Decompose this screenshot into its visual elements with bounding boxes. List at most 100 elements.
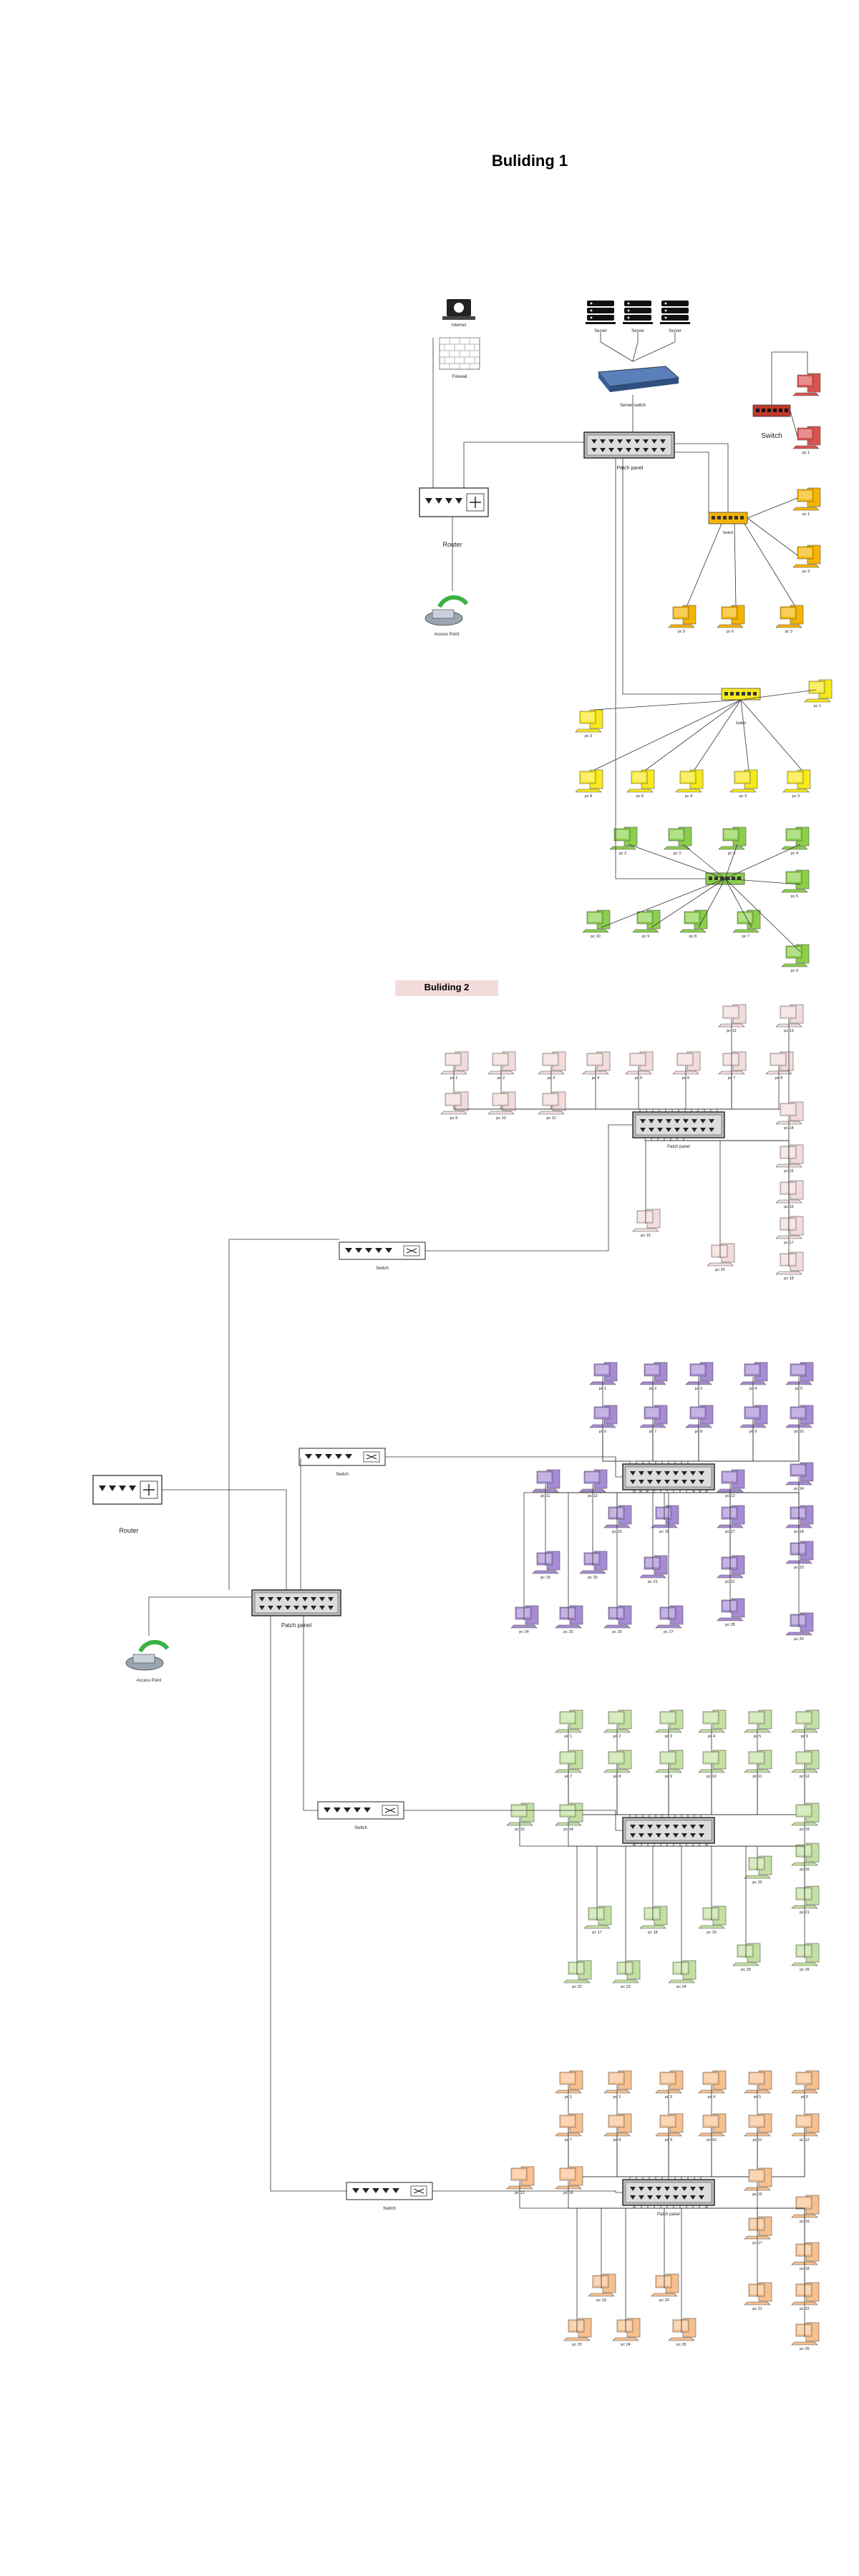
patch-panel-label: Patch panel [667,1145,690,1149]
pc-label: pc 20 [715,1268,724,1272]
pc-label: pc 9 [450,1116,457,1121]
cable [633,2205,805,2337]
pc-icon [791,1943,820,1966]
pc-label: pc 1 [802,451,810,455]
pc-label: pc 10 [496,1116,505,1121]
cable [228,1239,339,1590]
cable [654,2205,758,2231]
pc-label: pc 19 [596,2298,606,2303]
pc-icon [775,1004,804,1028]
cable [615,458,706,879]
cable [162,1489,287,1590]
patch-panel-label: Patch panel [281,1622,311,1629]
cable [747,517,798,556]
pc-label: pc 24 [621,2343,630,2347]
pc-label: pc 20 [588,1576,597,1580]
pc-icon [718,1004,747,1028]
pc-label: pc 16 [659,1530,669,1534]
pc-label: pc 1 [802,512,810,517]
pc-icon [785,1405,814,1428]
pc-label: pc 8 [689,935,697,939]
pc-icon [775,605,804,628]
cable [668,2128,682,2180]
cable [645,699,742,771]
cable [698,878,726,928]
pc-label: pc 21 [752,2307,762,2311]
pc-icon [632,1209,661,1232]
cable [270,1616,346,2192]
pc-icon [563,1960,592,1984]
cable [616,1490,634,1620]
cable [674,452,709,512]
pc-icon [603,1750,632,1773]
switch-icon [346,2182,433,2200]
switch-icon [752,404,791,417]
pc-icon [575,709,603,733]
pc-icon [685,1362,714,1385]
server-label: Server [594,329,607,333]
pc-icon [717,1505,745,1528]
cable [771,351,808,405]
pc-icon [538,1091,566,1115]
pc-icon [555,1709,583,1733]
cable [404,1810,623,1831]
router-icon [419,487,489,517]
cable [740,699,749,771]
cable [652,1420,669,1464]
pc-icon [791,1885,820,1909]
internet-label: Internet [452,323,467,328]
patch-panel-icon [622,1817,715,1844]
pc-icon [603,1505,632,1528]
pc-icon [804,679,833,703]
cable [385,1456,623,1478]
pc-icon [651,1505,679,1528]
pc-icon [639,1405,668,1428]
cable [647,1843,805,1858]
switch-label: Switch [336,1473,349,1477]
pc-label: pc 5 [636,794,644,799]
pc-icon [791,2322,820,2346]
pc-icon [785,1541,814,1564]
cable [632,332,639,362]
cable [661,2085,805,2180]
pc-icon [744,2113,772,2137]
pc-icon [791,1843,820,1866]
pc-icon [675,769,704,793]
pc-icon [579,1551,608,1574]
pc-icon [744,1855,772,1879]
pc-icon [775,1144,804,1168]
pc-label: pc 28 [725,1623,734,1627]
pc-icon [791,2282,820,2306]
cable [740,689,817,701]
patch-panel-icon [583,431,675,459]
switch-label: Switch [723,531,734,535]
cable [673,1843,758,1870]
cable [148,1596,252,1636]
pc-icon [791,1802,820,1826]
pc-icon [582,1051,611,1075]
pc-icon [791,2113,820,2137]
patch-panel-label: Patch panel [617,466,644,471]
pc-icon [639,1906,668,1929]
pc-icon [555,2113,583,2137]
pc-label: pc 8 [585,794,592,799]
cable [602,1420,663,1464]
pc-icon [655,2113,684,2137]
switch-icon [339,1241,426,1260]
pc-icon [781,869,810,893]
cable [687,1420,800,1464]
pc-label: pc 25 [676,2343,686,2347]
pc-label: pc 19 [641,1234,650,1238]
switch-icon [721,688,761,701]
cable [740,699,802,771]
pc-icon [791,1709,820,1733]
pc-icon [583,1906,612,1929]
internet-icon [442,299,475,320]
cable [593,699,742,711]
pc-icon [589,1405,618,1428]
cable [655,1377,800,1464]
pc-icon [555,2166,583,2190]
patch-panel-icon [622,2179,715,2206]
pc-label: pc 3 [728,852,735,856]
cable [632,332,676,362]
